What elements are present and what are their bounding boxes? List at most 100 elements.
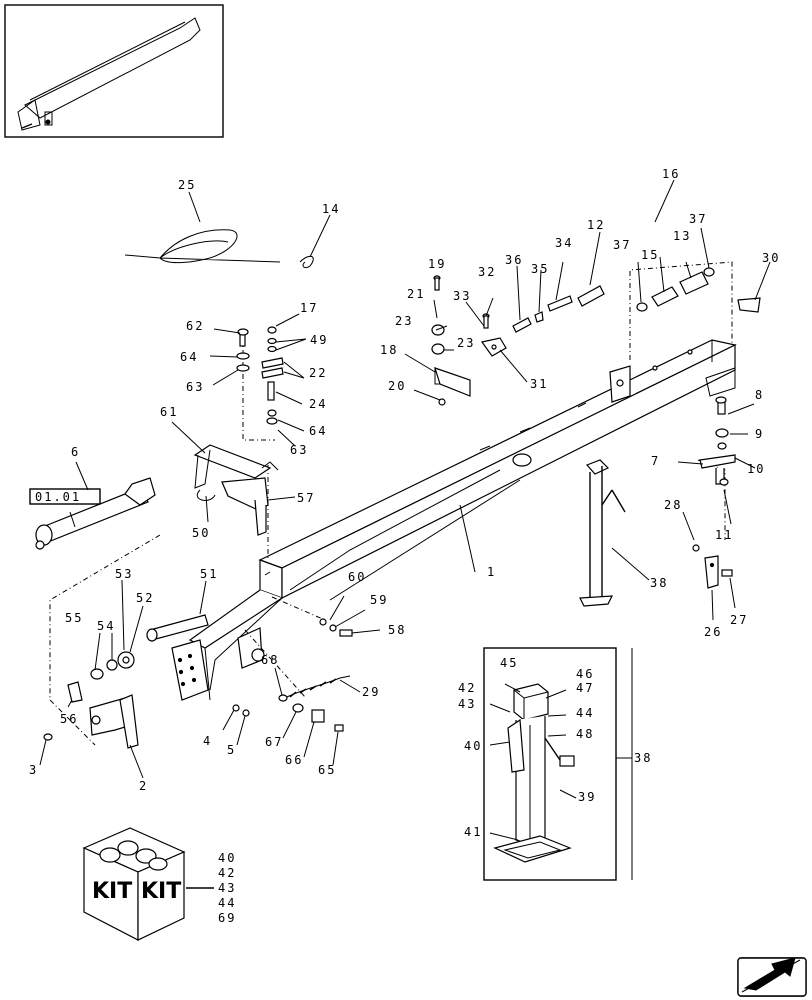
callout-66: 66 bbox=[285, 753, 303, 767]
callout-64b: 64 bbox=[309, 424, 327, 438]
callout-19: 19 bbox=[428, 257, 446, 271]
callout-60: 60 bbox=[348, 570, 366, 584]
callout-34: 34 bbox=[555, 236, 573, 250]
callout-61: 61 bbox=[160, 405, 178, 419]
callout-28: 28 bbox=[664, 498, 682, 512]
kit-box: KIT KIT bbox=[82, 827, 186, 941]
callout-24: 24 bbox=[309, 397, 327, 411]
valve-bracket bbox=[193, 444, 279, 536]
callout-40: 40 bbox=[464, 739, 482, 753]
callout-22: 22 bbox=[309, 366, 327, 380]
callout-15: 15 bbox=[641, 248, 659, 262]
callout-11: 11 bbox=[715, 528, 733, 542]
callout-21: 21 bbox=[407, 287, 425, 301]
callout-13: 13 bbox=[673, 229, 691, 243]
callout-51: 51 bbox=[200, 567, 218, 581]
callout-46: 46 bbox=[576, 667, 594, 681]
callout-50: 50 bbox=[192, 526, 210, 540]
callout-63a: 63 bbox=[186, 380, 204, 394]
callout-14: 14 bbox=[322, 202, 340, 216]
callout-9: 9 bbox=[755, 427, 764, 441]
callout-4: 4 bbox=[203, 734, 212, 748]
wire-harness bbox=[124, 229, 314, 269]
callout-68: 68 bbox=[261, 653, 279, 667]
callout-5: 5 bbox=[227, 743, 236, 757]
callout-64a: 64 bbox=[180, 350, 198, 364]
callout-17: 17 bbox=[300, 301, 318, 315]
callout-20: 20 bbox=[388, 379, 406, 393]
callout-54: 54 bbox=[97, 619, 115, 633]
callout-29: 29 bbox=[362, 685, 380, 699]
callout-1: 1 bbox=[487, 565, 496, 579]
callout-3: 3 bbox=[29, 763, 38, 777]
callout-labels: 1 2 3 4 5 6 7 8 9 10 11 12 13 14 15 16 1… bbox=[29, 167, 780, 925]
jack-detail bbox=[483, 647, 617, 881]
jack-assembly-mounted bbox=[579, 459, 626, 607]
callout-63b: 63 bbox=[290, 443, 308, 457]
kit-item-2: 42 bbox=[218, 866, 236, 880]
callout-10: 10 bbox=[747, 462, 765, 476]
callout-47: 47 bbox=[576, 681, 594, 695]
callout-31: 31 bbox=[530, 377, 548, 391]
safety-chain bbox=[232, 618, 353, 732]
thumbnail-view bbox=[4, 4, 224, 138]
kit-item-1: 40 bbox=[218, 851, 236, 865]
callout-55: 55 bbox=[65, 611, 83, 625]
callout-26: 26 bbox=[704, 625, 722, 639]
callout-16: 16 bbox=[662, 167, 680, 181]
callout-39: 39 bbox=[578, 790, 596, 804]
callout-25: 25 bbox=[178, 178, 196, 192]
callout-59: 59 bbox=[370, 593, 388, 607]
callout-7: 7 bbox=[651, 454, 660, 468]
hitch-clevis-parts bbox=[43, 614, 209, 749]
main-tongue-beam bbox=[171, 339, 737, 701]
callout-18: 18 bbox=[380, 343, 398, 357]
callout-27: 27 bbox=[730, 613, 748, 627]
callout-52: 52 bbox=[136, 591, 154, 605]
callout-33: 33 bbox=[453, 289, 471, 303]
kit-item-4: 44 bbox=[218, 896, 236, 910]
callout-43: 43 bbox=[458, 697, 476, 711]
callout-30: 30 bbox=[762, 251, 780, 265]
callout-35: 35 bbox=[531, 262, 549, 276]
kit-label-right: KIT bbox=[141, 879, 181, 904]
valve-mount-hardware bbox=[236, 326, 284, 425]
callout-65: 65 bbox=[318, 763, 336, 777]
callout-56: 56 bbox=[60, 712, 78, 726]
kit-label-left: KIT bbox=[92, 879, 132, 904]
callout-62: 62 bbox=[186, 319, 204, 333]
callout-12: 12 bbox=[587, 218, 605, 232]
kit-item-5: 69 bbox=[218, 911, 236, 925]
callout-36: 36 bbox=[505, 253, 523, 267]
hydraulic-cylinder bbox=[35, 477, 156, 550]
callout-32: 32 bbox=[478, 265, 496, 279]
callout-6: 6 bbox=[71, 445, 80, 459]
leader-lines bbox=[39, 179, 771, 880]
bracket-hardware-right bbox=[692, 396, 736, 589]
reference-box bbox=[29, 488, 101, 505]
callout-58: 58 bbox=[388, 623, 406, 637]
callout-38a: 38 bbox=[650, 576, 668, 590]
callout-23b: 23 bbox=[457, 336, 475, 350]
callout-44: 44 bbox=[576, 706, 594, 720]
hose-support-parts bbox=[431, 267, 761, 406]
callout-41: 41 bbox=[464, 825, 482, 839]
dash-dot-guides bbox=[49, 261, 733, 746]
reference-box-text: 01.01 bbox=[35, 490, 81, 504]
callout-42: 42 bbox=[458, 681, 476, 695]
callout-23a: 23 bbox=[395, 314, 413, 328]
callout-8: 8 bbox=[755, 388, 764, 402]
callout-49: 49 bbox=[310, 333, 328, 347]
callout-37b: 37 bbox=[689, 212, 707, 226]
callout-57: 57 bbox=[297, 491, 315, 505]
callout-45: 45 bbox=[500, 656, 518, 670]
callout-67: 67 bbox=[265, 735, 283, 749]
callout-53: 53 bbox=[115, 567, 133, 581]
next-page-arrow[interactable] bbox=[737, 957, 807, 997]
callout-38b: 38 bbox=[634, 751, 652, 765]
callout-37a: 37 bbox=[613, 238, 631, 252]
callout-48: 48 bbox=[576, 727, 594, 741]
kit-item-3: 43 bbox=[218, 881, 236, 895]
